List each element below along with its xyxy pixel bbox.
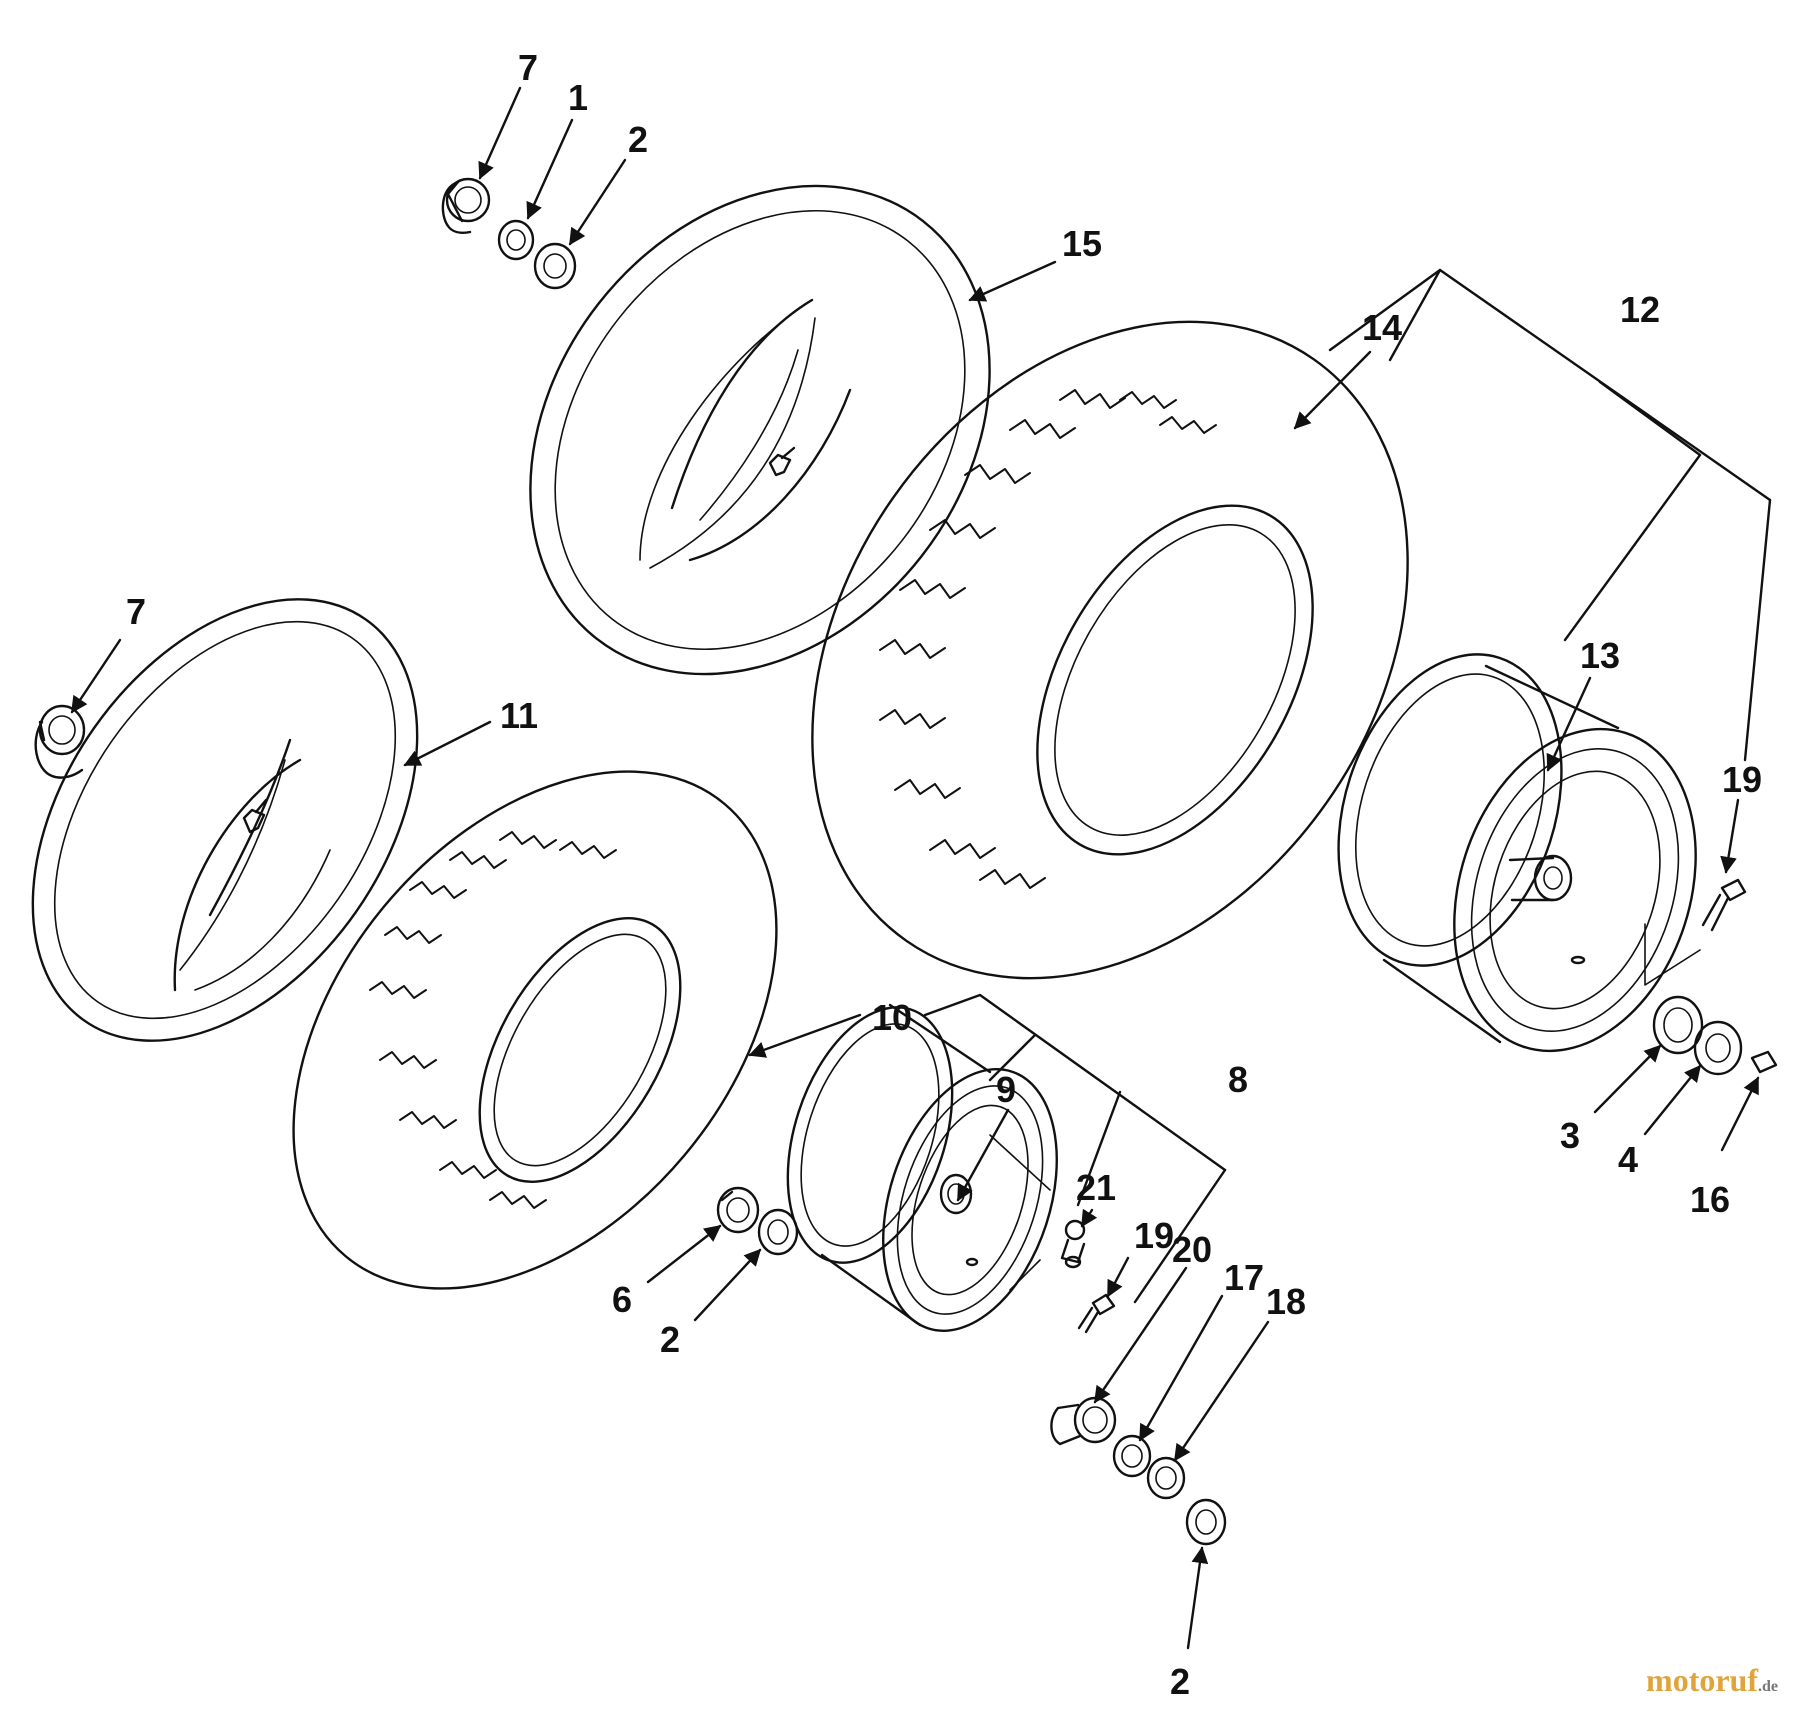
inner-tube-part-15 <box>529 184 991 676</box>
callout-9: 9 <box>996 1069 1016 1110</box>
key-part-16 <box>1750 1050 1778 1074</box>
inner-tube-part-11 <box>31 598 419 1042</box>
callout-11: 11 <box>500 695 538 736</box>
valve-stem-part-19-front <box>1077 1293 1116 1334</box>
bracket-lines-10 <box>923 993 1227 1304</box>
grease-fitting-part-21 <box>1060 1219 1086 1269</box>
callout-10: 10 <box>872 997 912 1038</box>
bushing-part-20 <box>1050 1396 1117 1446</box>
callout-16: 16 <box>1690 1179 1730 1220</box>
valve-stem-part-19-rear <box>1701 878 1747 932</box>
callout-labels: 7 1 2 15 14 12 13 19 7 11 10 9 8 21 19 2… <box>126 47 1762 1702</box>
callout-14: 14 <box>1362 307 1402 348</box>
callout-17: 17 <box>1224 1257 1264 1298</box>
watermark-brand: motoruf <box>1646 1662 1758 1698</box>
callout-7-left: 7 <box>126 591 146 632</box>
spacer-part-7-left <box>34 704 86 779</box>
callout-4: 4 <box>1618 1139 1638 1180</box>
rear-rim-part-13 <box>1337 653 1701 1053</box>
callout-6: 6 <box>612 1279 632 1320</box>
valve-stem-icon <box>242 798 268 834</box>
bracket-lines-12 <box>1328 268 1772 762</box>
washer-part-2-bottom <box>1185 1498 1227 1546</box>
front-tire-part-10 <box>292 770 778 1290</box>
callout-2-bottom: 2 <box>1170 1661 1190 1702</box>
washer-part-4 <box>1693 1020 1743 1076</box>
bearing-part-6 <box>716 1186 760 1234</box>
callout-2-top: 2 <box>628 119 648 160</box>
washer-part-2-top <box>533 242 577 290</box>
valve-stem-icon <box>768 446 796 477</box>
bearing-part-3 <box>1652 995 1704 1055</box>
callout-21: 21 <box>1076 1167 1116 1208</box>
washer-part-18 <box>1146 1456 1186 1500</box>
callout-3: 3 <box>1560 1115 1580 1156</box>
washer-part-2-mid <box>757 1208 799 1256</box>
callout-1: 1 <box>568 77 588 118</box>
callout-7-top: 7 <box>518 47 538 88</box>
callout-8: 8 <box>1228 1059 1248 1100</box>
callout-15: 15 <box>1062 223 1102 264</box>
washer-part-1-top <box>497 219 535 261</box>
callout-2-mid: 2 <box>660 1319 680 1360</box>
watermark-logo: motoruf.de <box>1646 1662 1778 1699</box>
leader-arrows <box>70 86 1760 1650</box>
callout-12: 12 <box>1620 289 1660 330</box>
rear-tire-part-14 <box>811 320 1409 980</box>
callout-19-rear: 19 <box>1722 759 1762 800</box>
callout-20: 20 <box>1172 1229 1212 1270</box>
callout-13: 13 <box>1580 635 1620 676</box>
callout-18: 18 <box>1266 1281 1306 1322</box>
watermark-domain: .de <box>1758 1678 1778 1695</box>
front-rim-part-9 <box>786 1003 1058 1332</box>
spacer-part-7-top <box>441 177 491 234</box>
washer-part-17 <box>1112 1434 1152 1478</box>
callout-19-front: 19 <box>1134 1215 1174 1256</box>
